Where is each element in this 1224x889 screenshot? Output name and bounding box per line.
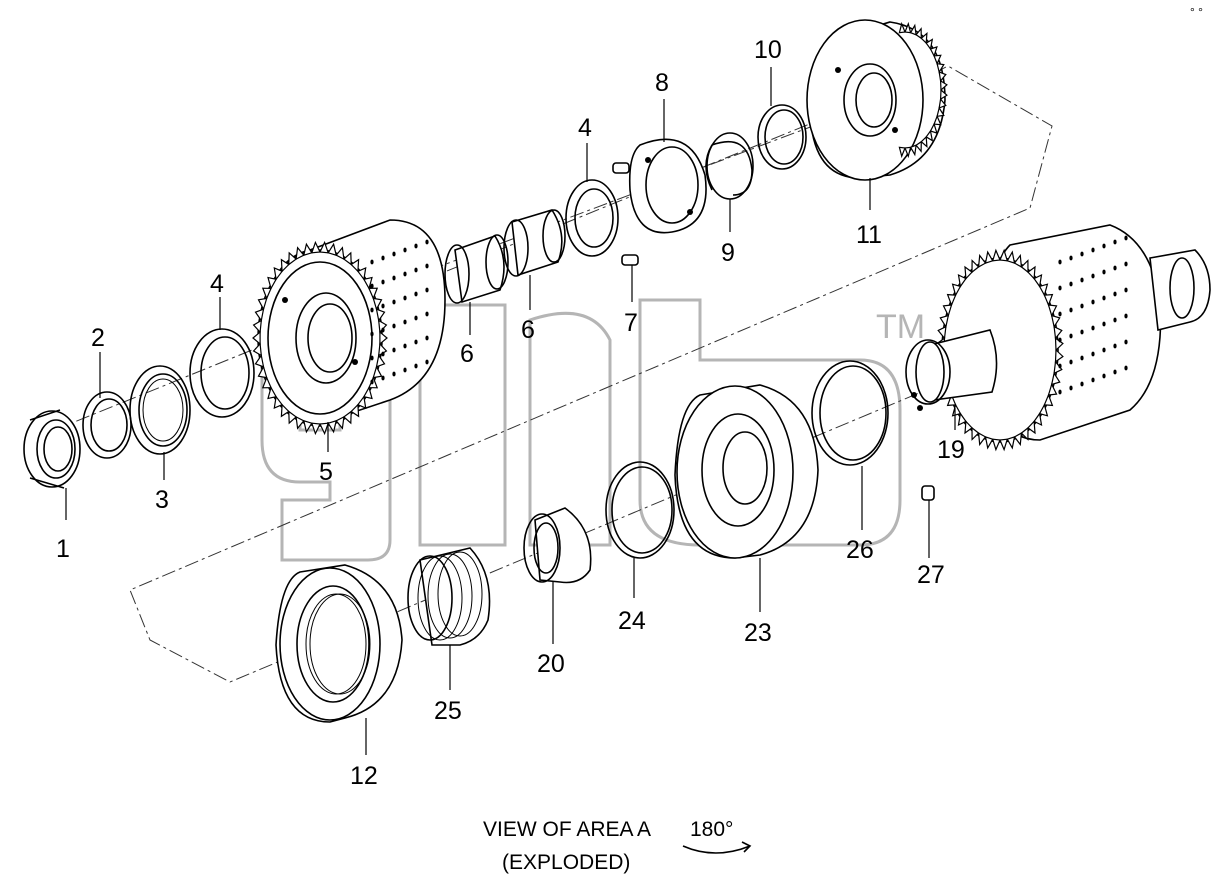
leader-lines <box>65 67 956 755</box>
part-spring-sleeve-25 <box>407 547 491 646</box>
callout-2: 2 <box>91 324 105 352</box>
part-sleeve-6a <box>444 234 509 304</box>
part-screw-7a <box>612 162 630 174</box>
callout-6b: 6 <box>521 316 535 344</box>
callout-23: 23 <box>744 619 772 647</box>
view-caption: VIEW OF AREA A 180° (EXPLODED) <box>483 818 752 874</box>
callout-19: 19 <box>937 436 965 464</box>
callout-3: 3 <box>155 486 169 514</box>
callout-4: 4 <box>210 270 224 298</box>
callout-26: 26 <box>846 536 874 564</box>
callouts: 1 2 3 4 5 4 6 6 8 7 9 10 11 19 26 27 23 … <box>56 36 965 790</box>
callout-27: 27 <box>917 561 945 589</box>
part-snap-ring-9 <box>705 132 754 200</box>
callout-24: 24 <box>618 607 646 635</box>
callout-7: 7 <box>624 309 638 337</box>
part-retainer-plate-8 <box>628 138 707 234</box>
part-shaft-assembly-19 <box>905 224 1211 452</box>
callout-1: 1 <box>56 535 70 563</box>
callout-10: 10 <box>754 36 782 64</box>
callout-4b: 4 <box>578 114 592 142</box>
part-clutch-hub-11 <box>806 19 948 181</box>
watermark: TM <box>260 298 925 562</box>
callout-8: 8 <box>655 69 669 97</box>
part-sleeve-6b <box>503 209 566 277</box>
part-washer-2 <box>82 391 132 459</box>
part-seal-ring-26 <box>811 360 889 466</box>
part-ring-24 <box>605 461 675 559</box>
part-thrust-washer-3 <box>129 365 191 455</box>
part-washer-4 <box>189 328 255 418</box>
part-washer-4b <box>565 179 619 257</box>
part-ring-10 <box>757 104 807 170</box>
part-bushing-20 <box>523 507 592 584</box>
watermark-trademark: TM <box>876 308 925 346</box>
corner-mark: ° ° <box>1190 5 1203 19</box>
callout-11: 11 <box>856 221 882 249</box>
callout-12: 12 <box>350 762 378 790</box>
callout-5: 5 <box>319 458 333 486</box>
caption-line-2: (EXPLODED) <box>502 851 630 874</box>
callout-9: 9 <box>721 239 735 267</box>
part-gear-drum-5 <box>252 219 446 436</box>
part-piston-23 <box>674 384 819 559</box>
callout-6a: 6 <box>460 340 474 368</box>
caption-rotation: 180° <box>690 818 733 841</box>
part-bearing-1 <box>23 409 81 489</box>
part-bearing-12 <box>275 564 403 723</box>
rotation-arrow-icon <box>682 841 752 854</box>
part-plug-27 <box>921 485 935 501</box>
callout-25: 25 <box>434 697 462 725</box>
part-screw-7b <box>621 254 639 266</box>
callout-20: 20 <box>537 650 565 678</box>
caption-line-1: VIEW OF AREA A <box>483 818 651 841</box>
